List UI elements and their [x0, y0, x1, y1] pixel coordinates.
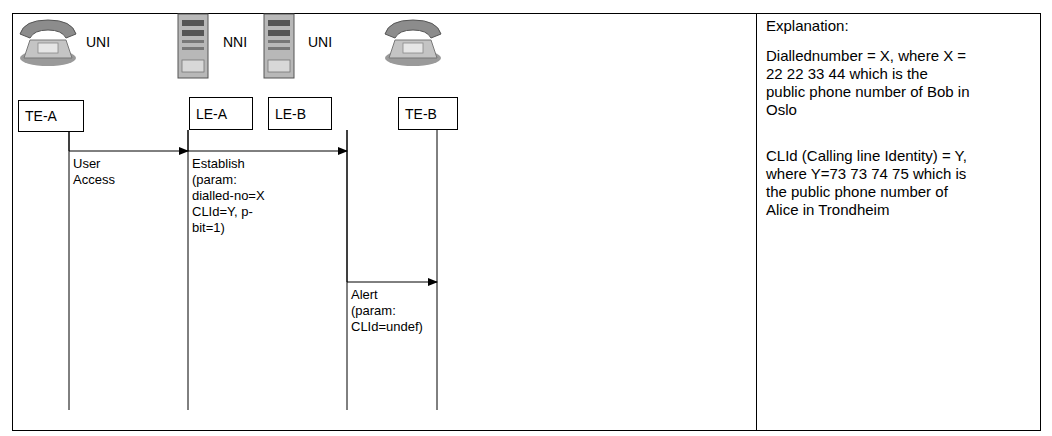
entity-name: TE-A	[25, 108, 57, 124]
message-label: Establish (param: dialled-no=X CLId=Y, p…	[192, 156, 272, 236]
entity-box: LE-B	[268, 97, 332, 130]
message-arrow	[188, 130, 347, 151]
entity-box: LE-A	[189, 97, 253, 130]
lifeline	[188, 130, 189, 410]
message-arrow	[69, 132, 188, 151]
telephone-icon	[20, 20, 76, 66]
interface-label: NNI	[223, 34, 247, 50]
interface-label: UNI	[86, 34, 110, 50]
lifeline	[69, 132, 70, 410]
entity-box: TE-A	[18, 100, 84, 132]
server-icon	[178, 14, 208, 78]
panel-heading: Explanation:	[766, 17, 1026, 35]
entity-name: LE-B	[275, 106, 306, 122]
interface-label: UNI	[308, 34, 332, 50]
entity-name: TE-B	[405, 106, 437, 122]
explanation-text: Diallednumber = X, where X = 22 22 33 44…	[766, 47, 971, 119]
message-label: User Access	[73, 156, 133, 188]
entity-name: LE-A	[196, 106, 227, 122]
server-icon	[264, 14, 294, 78]
explanation-text: CLId (Calling line Identity) = Y, where …	[766, 147, 971, 219]
telephone-icon	[385, 20, 441, 66]
lifeline	[437, 130, 438, 410]
entity-box: TE-B	[398, 97, 458, 130]
message-label: Alert (param: CLId=undef)	[351, 287, 425, 335]
message-arrow	[347, 130, 437, 282]
table-divider	[756, 13, 757, 431]
